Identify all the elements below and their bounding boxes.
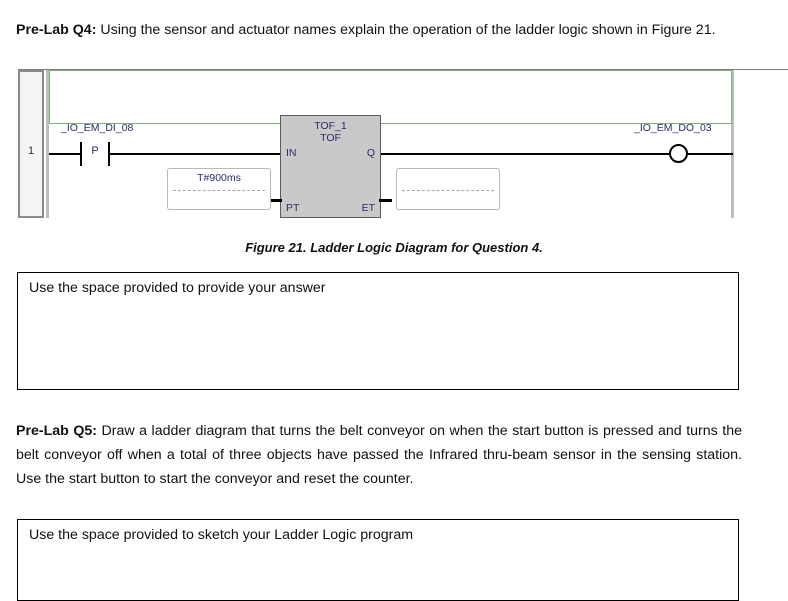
rung-comment-box[interactable]: [49, 70, 732, 124]
pt-value-divider: [173, 190, 265, 191]
answer-box-q5[interactable]: Use the space provided to sketch your La…: [17, 519, 739, 601]
rung-number-label: 1: [27, 145, 35, 157]
function-block-pin-in: IN: [286, 147, 297, 159]
wire-coil-to-rail: [688, 153, 733, 155]
figure-caption: Figure 21. Ladder Logic Diagram for Ques…: [245, 240, 543, 255]
answer-box-q5-placeholder: Use the space provided to sketch your La…: [29, 527, 414, 543]
diagram-top-divider: [18, 69, 788, 70]
ladder-logic-diagram: 1 P _IO_EM_DI_08 TOF_1 TOF IN PT Q ET T#…: [0, 60, 788, 225]
left-power-rail: [46, 70, 49, 218]
contact-bar-left: [80, 142, 82, 166]
output-coil[interactable]: [669, 144, 688, 163]
answer-box-q4-placeholder: Use the space provided to provide your a…: [29, 280, 326, 296]
wire-tof-q-to-coil: [381, 153, 669, 155]
stub-pt-pin: [271, 199, 282, 202]
contact-operand-label[interactable]: _IO_EM_DI_08: [61, 122, 134, 134]
answer-box-q4[interactable]: Use the space provided to provide your a…: [17, 272, 739, 390]
et-value-box[interactable]: [396, 168, 500, 210]
question-q5-text: Draw a ladder diagram that turns the bel…: [16, 423, 742, 488]
wire-contact-to-tof-in: [110, 153, 280, 155]
contact-bar-right: [108, 142, 110, 166]
question-q4: Pre-Lab Q4: Using the sensor and actuato…: [16, 18, 742, 42]
wire-rail-to-contact: [49, 153, 81, 155]
contact-type-glyph: P: [91, 145, 99, 157]
function-block-pin-q: Q: [366, 147, 375, 159]
function-block-tof[interactable]: TOF_1 TOF IN PT Q ET: [280, 115, 381, 218]
function-block-pin-pt: PT: [286, 202, 300, 214]
contact-positive-edge[interactable]: P: [80, 142, 110, 166]
stub-et-pin: [379, 199, 392, 202]
coil-operand-label[interactable]: _IO_EM_DO_03: [634, 122, 712, 134]
right-power-rail: [731, 70, 734, 218]
pt-value-text: T#900ms: [197, 172, 241, 184]
function-block-type-name: TOF: [320, 132, 341, 144]
et-value-divider: [402, 190, 494, 191]
question-q4-text: Using the sensor and actuator names expl…: [96, 22, 716, 39]
function-block-pin-et: ET: [361, 202, 375, 214]
question-q4-label: Pre-Lab Q4:: [16, 22, 97, 39]
function-block-instance-name: TOF_1: [314, 120, 347, 132]
question-q5: Pre-Lab Q5: Draw a ladder diagram that t…: [16, 419, 742, 491]
pt-value-box[interactable]: T#900ms: [167, 168, 271, 210]
question-q5-label: Pre-Lab Q5:: [16, 423, 97, 440]
rung-number-cell[interactable]: [18, 70, 44, 218]
